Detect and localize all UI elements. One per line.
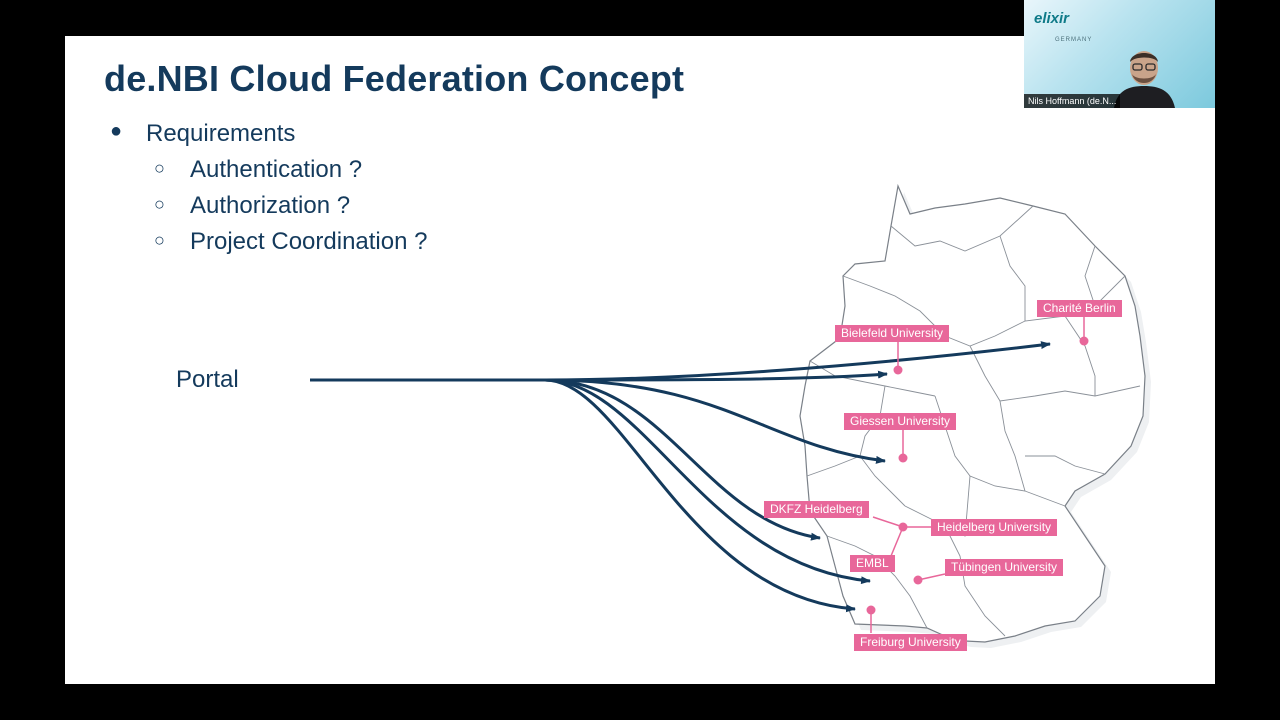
slide: de.NBI Cloud Federation Concept ● Requir… <box>65 36 1215 684</box>
sub-bullet-text: Project Coordination ? <box>190 228 428 255</box>
germany-map <box>310 183 1151 648</box>
site-markers <box>866 316 1089 633</box>
arrow-to-giessen-university <box>310 378 886 464</box>
sub-bullet-text: Authentication ? <box>190 156 363 183</box>
sub-bullet-marker: ○ <box>154 230 165 250</box>
bullet-requirements: ● Requirements <box>110 120 296 148</box>
label-charite-berlin: Charité Berlin <box>1037 300 1122 317</box>
portal-label: Portal <box>176 366 239 393</box>
label-giessen-university: Giessen University <box>844 413 957 430</box>
sub-bullet-project-coordination: ○ Project Coordination ? <box>154 228 428 256</box>
elixir-logo-subtext: GERMANY <box>1055 37 1093 43</box>
slide-title: de.NBI Cloud Federation Concept <box>104 58 685 99</box>
federation-arrows <box>310 341 1051 613</box>
label-freiburg-university: Freiburg University <box>854 634 967 651</box>
arrow-to-embl <box>310 378 871 585</box>
label-tuebingen-university: Tübingen University <box>945 559 1064 576</box>
sub-bullet-marker: ○ <box>154 158 165 178</box>
sub-bullet-authorization: ○ Authorization ? <box>154 192 351 220</box>
site-dot-bielefeld-university <box>893 365 903 375</box>
label-bielefeld-university: Bielefeld University <box>835 325 950 342</box>
sub-bullet-marker: ○ <box>154 194 165 214</box>
participant-avatar <box>1114 51 1175 108</box>
label-dkfz-heidelberg: DKFZ Heidelberg <box>764 501 869 518</box>
site-dot-tuebingen-university <box>913 575 923 585</box>
sub-bullet-authentication: ○ Authentication ? <box>154 156 363 184</box>
site-dot-charite-berlin <box>1079 336 1089 346</box>
participant-name: Nils Hoffmann (de.N... <box>1024 94 1121 108</box>
site-dot-giessen-university <box>898 453 908 463</box>
label-heidelberg-university: Heidelberg University <box>931 519 1058 536</box>
site-dot-heidelberg <box>898 522 908 532</box>
arrow-to-freiburg-university <box>310 378 856 613</box>
bullet-text: Requirements <box>146 120 296 147</box>
sub-bullet-text: Authorization ? <box>190 192 351 219</box>
arrow-to-dkfz-heidelberg <box>310 378 821 541</box>
bullet-marker: ● <box>110 120 123 142</box>
site-dot-freiburg-university <box>866 605 876 615</box>
elixir-logo: elixir <box>1034 10 1070 27</box>
participant-video-tile[interactable]: elixir GERMANY Nils Hoffmann (de.N... <box>1024 0 1215 108</box>
label-embl: EMBL <box>850 555 895 572</box>
